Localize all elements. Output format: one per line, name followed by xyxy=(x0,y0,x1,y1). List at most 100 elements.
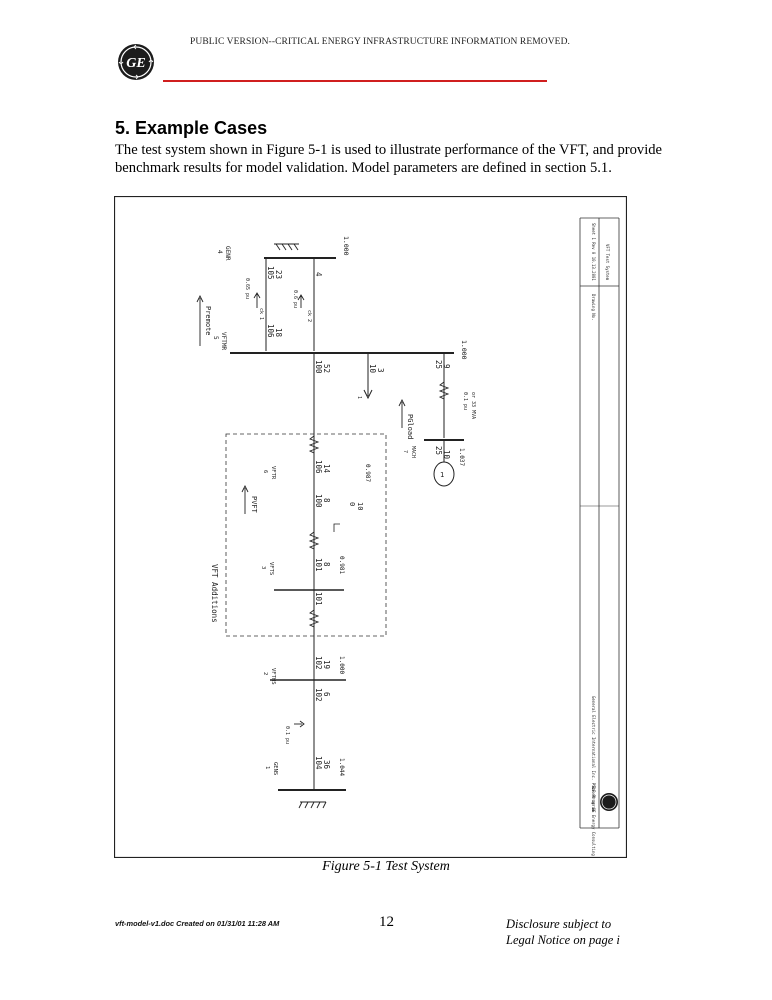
label-8: 8 xyxy=(322,498,331,503)
label-065pu: 0.65 pu xyxy=(244,278,250,299)
footer-page-number: 12 xyxy=(379,914,394,930)
arrow-ck2 xyxy=(297,294,305,308)
label-0: 0 xyxy=(348,502,356,506)
figure-frame xyxy=(113,195,628,859)
label-106b: 106 xyxy=(314,460,323,474)
footer-disclosure-line2: Legal Notice on page i xyxy=(506,933,620,947)
one-line-diagram: Sheet 1 Rev 0 10.13.2001 VFT Test System… xyxy=(113,195,628,859)
label-genr: GENR xyxy=(224,246,231,261)
transformer-vfts xyxy=(308,609,320,628)
label-100: 100 xyxy=(314,360,323,374)
label-6b: 6 xyxy=(322,692,331,697)
figure-caption: Figure 5-1 Test System xyxy=(322,859,450,874)
ge-logo-icon: GE xyxy=(118,44,154,80)
section-intro: The test system shown in Figure 5-1 is u… xyxy=(115,142,663,176)
label-vfts-num: 3 xyxy=(260,566,266,569)
label-vftr-num: 6 xyxy=(262,470,268,473)
arrow-ck1 xyxy=(253,292,261,308)
label-pgload: PGload xyxy=(406,414,414,439)
label-vft-additions: VFT Additions xyxy=(210,564,219,623)
arrow-01pu xyxy=(299,720,305,728)
label-101b: 101 xyxy=(314,592,323,606)
transformer-vft xyxy=(308,531,320,550)
label-mach: MACH xyxy=(410,446,416,458)
section-heading: 5. Example Cases xyxy=(115,118,268,138)
label-100b: 100 xyxy=(314,494,323,508)
label-10b: 10 xyxy=(356,502,364,510)
shunt-symbol xyxy=(333,523,340,532)
label-mach-voltage: 1.037 xyxy=(458,448,465,466)
title-block-a: Sheet 1 Rev 0 10.13.2001 xyxy=(591,223,596,281)
label-25: 25 xyxy=(434,360,443,369)
label-vfths-num: 2 xyxy=(262,672,268,675)
label-premote: Premote xyxy=(204,306,212,336)
label-pvft: PVFT xyxy=(250,496,258,514)
label-52: 52 xyxy=(322,364,331,373)
label-genr-voltage: 1.000 xyxy=(342,236,350,256)
label-36: 36 xyxy=(322,760,331,770)
test-system-figure: Sheet 1 Rev 0 10.13.2001 VFT Test System… xyxy=(113,195,628,859)
arrow-premote xyxy=(196,294,204,346)
label-vftr: VFTR xyxy=(270,466,276,480)
label-106: 106 xyxy=(266,324,275,338)
label-105: 105 xyxy=(266,266,275,280)
label-18: 18 xyxy=(274,328,283,338)
label-gens: GENS xyxy=(272,762,278,775)
label-vfths: VFTHS xyxy=(270,668,276,685)
label-33mva: or 33 MVA xyxy=(470,392,476,419)
label-gens-num: 1 xyxy=(264,766,270,769)
generator-symbol: 1 xyxy=(440,471,444,479)
label-23: 23 xyxy=(274,270,283,279)
generator-icon xyxy=(433,461,455,487)
page-banner: PUBLIC VERSION--CRITICAL ENERGY INFRASTR… xyxy=(190,37,571,47)
label-01pu: 0.1 pu xyxy=(462,392,468,410)
title-block-c: Drawing No. xyxy=(591,294,596,321)
label-102b: 102 xyxy=(314,688,323,702)
title-block-d: General Electric International Inc. PSLF… xyxy=(591,696,596,812)
label-25b: 25 xyxy=(434,446,443,455)
label-10: 10 xyxy=(442,450,451,460)
ground-symbol-bottom xyxy=(298,801,327,809)
label-0987: 0.987 xyxy=(364,464,371,482)
label-genr-num: 4 xyxy=(216,250,223,254)
footer-disclosure-line1: Disclosure subject to xyxy=(506,917,612,931)
label-r: 8 xyxy=(322,562,331,567)
label-vfts: VFTS xyxy=(268,562,274,575)
footer-disclosure: Disclosure subject to Legal Notice on pa… xyxy=(506,916,676,948)
title-block-b: VFT Test System xyxy=(605,244,610,281)
label-vfths-voltage: 1.000 xyxy=(338,656,345,674)
label-101: 101 xyxy=(314,558,323,572)
label-6: 4 xyxy=(314,272,323,277)
footer-file-info: vft-model-v1.doc Created on 01/31/01 11:… xyxy=(115,919,280,928)
label-vftmr-num: 5 xyxy=(212,336,219,340)
label-ck1: ck 1 xyxy=(258,308,264,320)
transformer-vftr xyxy=(308,435,320,454)
arrow-pvft xyxy=(241,484,249,514)
logo-text: GE xyxy=(126,56,145,71)
label-mach-num: 7 xyxy=(402,450,408,453)
label-9: 9 xyxy=(442,364,451,369)
title-block-e: Based on GE Energy Consulting xyxy=(591,786,596,856)
label-main-voltage: 1.000 xyxy=(460,340,468,360)
label-load-3: 3 xyxy=(376,368,385,373)
label-14: 14 xyxy=(322,464,331,474)
label-0981: 0.981 xyxy=(338,556,345,574)
arrow-pgload xyxy=(398,398,406,428)
label-load-1: 1 xyxy=(356,396,362,399)
label-gens-voltage: 1.044 xyxy=(338,758,345,776)
ground-symbol-top xyxy=(274,243,299,251)
title-block-ge-icon xyxy=(600,793,618,811)
label-ck2: ck 2 xyxy=(306,310,312,322)
label-104: 104 xyxy=(314,756,323,770)
label-load-10: 10 xyxy=(368,364,377,374)
label-vftmr: VFTMR xyxy=(220,332,227,350)
label-06pu: 0.6 pu xyxy=(292,290,298,308)
label-01pu-b: 0.1 pu xyxy=(284,726,290,744)
label-19: 19 xyxy=(322,660,331,669)
load-arrow xyxy=(363,389,373,400)
mach-transformer xyxy=(438,381,450,400)
title-block: Sheet 1 Rev 0 10.13.2001 VFT Test System… xyxy=(579,217,620,856)
vft-additions-box xyxy=(225,433,387,637)
label-102: 102 xyxy=(314,656,323,670)
header-rule xyxy=(163,80,547,82)
